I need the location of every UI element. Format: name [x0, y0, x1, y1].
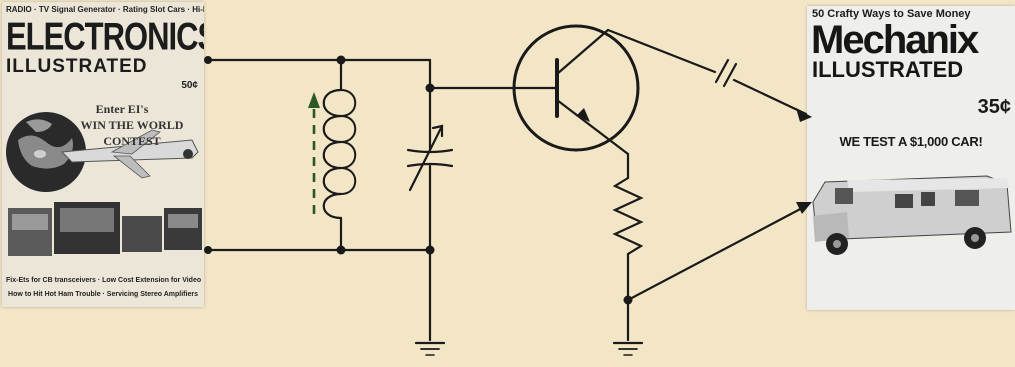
cover-title: Mechanix [811, 18, 979, 62]
cover-story-line-1: Enter EI's [95, 102, 149, 116]
junction-dot [336, 245, 346, 255]
radio-image-3 [122, 216, 162, 252]
feed-wire [626, 204, 808, 302]
cover-subtitle: ILLUSTRATED [812, 57, 964, 82]
coupling-capacitor-plate-a [714, 58, 730, 84]
cover-bottom-line-1: Fix-Ets for CB transceivers · Low Cost E… [6, 277, 202, 284]
tuning-slug-arrow-icon [308, 92, 320, 214]
emitter-arrow-icon [576, 108, 590, 122]
cover-subtitle: ILLUSTRATED [6, 56, 148, 77]
cover-price: 35¢ [977, 96, 1011, 118]
electronics-illustrated-cover: RADIO · TV Signal Generator · Rating Slo… [2, 2, 204, 307]
cover-bottom-line-2: How to Hit Hot Ham Trouble · Servicing S… [8, 291, 198, 298]
coupling-capacitor-plate-b [722, 62, 738, 88]
resistor [612, 176, 644, 256]
cover-story-line-3: CONTEST [103, 134, 161, 148]
output-wire [732, 78, 808, 116]
variable-capacitor-plate-bottom [406, 162, 454, 168]
inductor-coil [322, 88, 343, 220]
transistor-emitter [555, 98, 630, 156]
cover-top-line: RADIO · TV Signal Generator · Rating Slo… [6, 5, 204, 14]
variable-capacitor-arrow [408, 124, 444, 192]
van-image [812, 175, 1012, 255]
junction-dot [336, 55, 346, 65]
cover-artwork [6, 112, 202, 256]
terminal-dot-bottom-left [204, 246, 212, 254]
junction-dot [623, 295, 633, 305]
transistor-symbol [512, 24, 640, 152]
cover-title: ELECTRONICS [6, 14, 204, 59]
mechanix-illustrated-cover: 50 Crafty Ways to Save Money Mechanix IL… [807, 6, 1015, 310]
terminal-dot-top-left [204, 56, 212, 64]
arrowhead-icon [796, 202, 812, 214]
cover-story-line-2: WIN THE WORLD [80, 118, 184, 132]
junction-dot [425, 83, 435, 93]
arrowhead-icon [796, 108, 812, 122]
cover-top-line: 50 Crafty Ways to Save Money [812, 8, 971, 20]
transistor-collector [555, 28, 610, 76]
cover-price: 50¢ [181, 80, 198, 91]
cover-headline: WE TEST A $1,000 CAR! [839, 134, 983, 149]
junction-dot [425, 245, 435, 255]
